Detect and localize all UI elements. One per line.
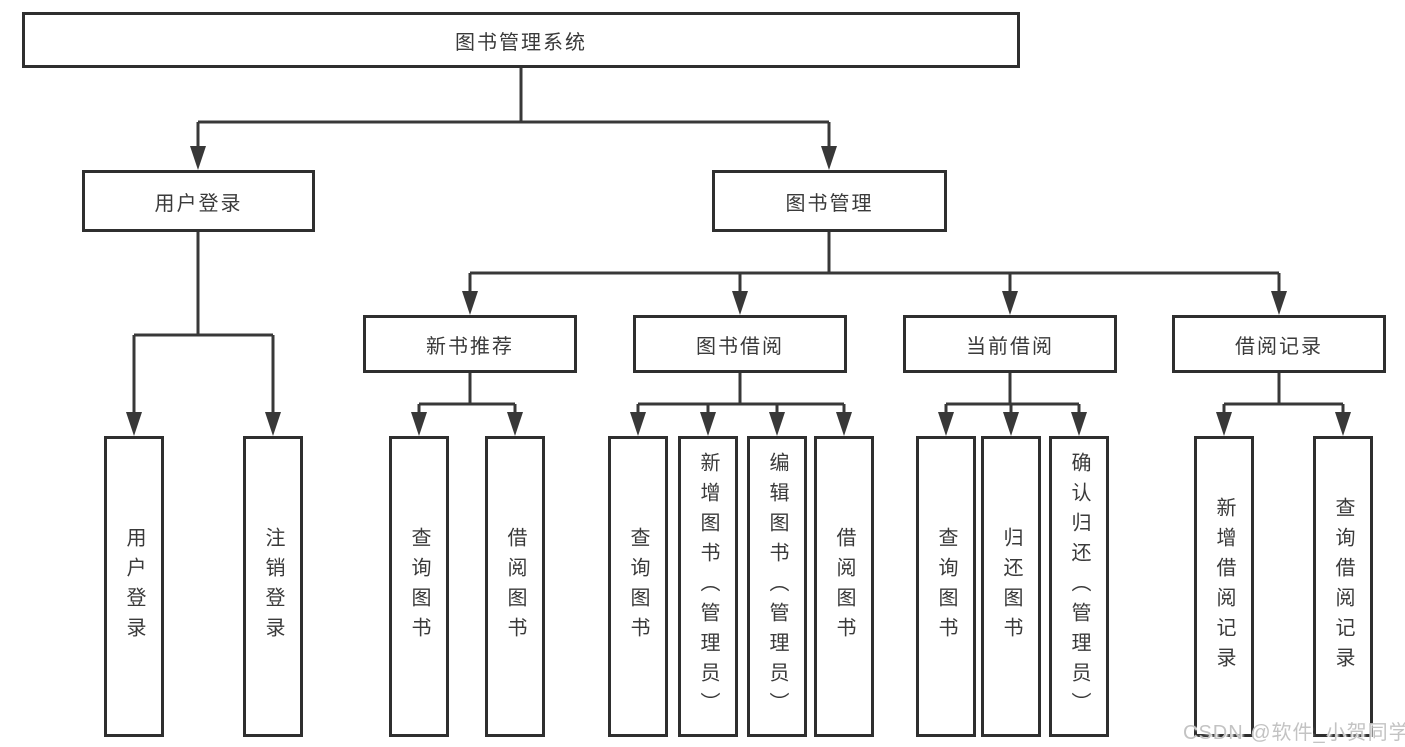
node-book-management-branch: 图书管理 (712, 170, 947, 232)
leaf-newbook-query-books: 查询图书 (389, 436, 449, 737)
leaf-borrowing-query-books: 查询图书 (608, 436, 668, 737)
node-new-book-recommendation: 新书推荐 (363, 315, 577, 373)
leaf-current-query-books: 查询图书 (916, 436, 976, 737)
leaf-logout-login: 注销登录 (243, 436, 303, 737)
leaf-records-query-borrow-record: 查询借阅记录 (1313, 436, 1373, 737)
node-user-login-branch: 用户登录 (82, 170, 315, 232)
node-book-borrowing: 图书借阅 (633, 315, 847, 373)
leaf-borrowing-borrow-books: 借阅图书 (814, 436, 874, 737)
tree-rails (132, 68, 1345, 414)
leaf-current-confirm-return-admin: 确认归还（管理员） (1049, 436, 1109, 737)
leaf-current-return-books: 归还图书 (981, 436, 1041, 737)
csdn-watermark: CSDN @软件_小贺同学 (1183, 722, 1405, 744)
arrowhead-icons (126, 146, 1351, 436)
node-borrowing-records: 借阅记录 (1172, 315, 1386, 373)
node-current-borrowing: 当前借阅 (903, 315, 1117, 373)
node-library-management-system: 图书管理系统 (22, 12, 1020, 68)
leaf-records-add-borrow-record: 新增借阅记录 (1194, 436, 1254, 737)
leaf-borrowing-edit-books-admin: 编辑图书（管理员） (747, 436, 807, 737)
leaf-newbook-borrow-books: 借阅图书 (485, 436, 545, 737)
leaf-user-login: 用户登录 (104, 436, 164, 737)
leaf-borrowing-add-books-admin: 新增图书（管理员） (678, 436, 738, 737)
